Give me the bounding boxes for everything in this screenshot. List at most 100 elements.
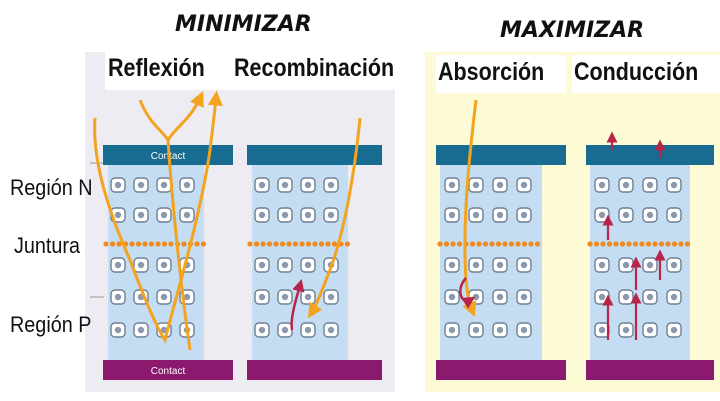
junction-dot bbox=[161, 241, 168, 247]
atom-core bbox=[622, 211, 630, 219]
junction-dot bbox=[534, 241, 541, 247]
minimize-title: MINIMIZAR bbox=[175, 12, 312, 37]
junction-dot bbox=[671, 241, 678, 247]
atom-core bbox=[137, 211, 145, 219]
atom-core bbox=[622, 326, 630, 334]
junction-label: Juntura bbox=[14, 233, 81, 258]
atom-core bbox=[496, 261, 504, 269]
atom-core bbox=[520, 181, 528, 189]
top-contact bbox=[586, 145, 714, 165]
atom-core bbox=[448, 211, 456, 219]
atom-core bbox=[622, 181, 630, 189]
atom-core bbox=[114, 211, 122, 219]
reflected-photon-arrow bbox=[93, 90, 223, 344]
atom-core bbox=[327, 293, 335, 301]
junction-dot bbox=[142, 241, 148, 247]
atom-core bbox=[258, 181, 266, 189]
atom-core bbox=[622, 261, 630, 269]
atom-core bbox=[496, 181, 504, 189]
junction-dot bbox=[508, 241, 515, 247]
junction-dot bbox=[305, 241, 312, 247]
cell-recombination bbox=[247, 117, 382, 380]
junction-dot bbox=[168, 241, 174, 247]
cell-reflection: Contact Contact bbox=[93, 90, 233, 380]
junction-dot bbox=[155, 241, 161, 247]
junction-dot bbox=[103, 241, 109, 247]
junction-dots bbox=[437, 241, 541, 247]
atom-core bbox=[448, 293, 456, 301]
atom-core bbox=[520, 326, 528, 334]
junction-dot bbox=[606, 241, 613, 247]
atom-core bbox=[670, 211, 678, 219]
cell-absorption bbox=[436, 99, 566, 380]
atom-core bbox=[304, 211, 312, 219]
atom-core bbox=[183, 181, 191, 189]
junction-dot bbox=[450, 241, 456, 247]
atom-core bbox=[281, 293, 289, 301]
atom-core bbox=[472, 181, 480, 189]
atom-core bbox=[281, 261, 289, 269]
junction-dot bbox=[613, 241, 619, 247]
atom-core bbox=[137, 181, 145, 189]
atom-core bbox=[304, 293, 312, 301]
atom-core bbox=[448, 326, 456, 334]
atom-core bbox=[327, 326, 335, 334]
atom-core bbox=[258, 261, 266, 269]
bottom-contact bbox=[103, 360, 233, 380]
junction-dot bbox=[200, 241, 207, 247]
bottom-contact bbox=[586, 360, 714, 380]
bottom-contact bbox=[247, 360, 382, 380]
junction-dot bbox=[135, 241, 142, 247]
atom-core bbox=[472, 211, 480, 219]
junction-dot bbox=[286, 241, 292, 247]
atom-core bbox=[258, 293, 266, 301]
atom-core bbox=[448, 261, 456, 269]
generated-carrier-arrow bbox=[459, 277, 476, 309]
absorcion-label-plate bbox=[436, 55, 566, 93]
atom-core bbox=[646, 261, 654, 269]
junction-dot bbox=[318, 241, 325, 247]
junction-dot bbox=[482, 241, 489, 247]
junction-dot bbox=[515, 241, 521, 247]
atom-core bbox=[114, 261, 122, 269]
junction-dot bbox=[593, 241, 600, 247]
atom-core bbox=[646, 181, 654, 189]
atom-core bbox=[670, 293, 678, 301]
junction-dot bbox=[684, 241, 691, 247]
atom-core bbox=[281, 211, 289, 219]
junction-dot bbox=[292, 241, 299, 247]
junction-dot bbox=[489, 241, 495, 247]
atom-core bbox=[472, 261, 480, 269]
conduccion-label-plate bbox=[572, 55, 720, 93]
atom-core bbox=[137, 261, 145, 269]
atom-core bbox=[304, 181, 312, 189]
atom-core bbox=[496, 211, 504, 219]
atom-core bbox=[160, 211, 168, 219]
atom-core bbox=[160, 261, 168, 269]
atom-core bbox=[448, 181, 456, 189]
atom-core bbox=[304, 261, 312, 269]
atom-core bbox=[183, 293, 191, 301]
junction-dot bbox=[665, 241, 671, 247]
junction-dot bbox=[312, 241, 318, 247]
junction-dot bbox=[129, 241, 135, 247]
atom-core bbox=[327, 211, 335, 219]
junction-dot bbox=[344, 241, 351, 247]
region-p-label: Región P bbox=[10, 312, 92, 337]
atom-core bbox=[114, 326, 122, 334]
junction-dot bbox=[273, 241, 279, 247]
junction-dot bbox=[632, 241, 639, 247]
recombinacion-label-plate bbox=[230, 52, 415, 90]
recombination-carrier-arrow bbox=[290, 278, 305, 331]
atom-core bbox=[670, 261, 678, 269]
atom-core bbox=[598, 261, 606, 269]
recombination-photon-arrow bbox=[308, 117, 362, 319]
atom-core bbox=[520, 293, 528, 301]
atom-core bbox=[598, 211, 606, 219]
reflexion-label-plate bbox=[105, 52, 230, 90]
junction-dot bbox=[528, 241, 534, 247]
atom-core bbox=[160, 181, 168, 189]
junction-dot bbox=[469, 241, 476, 247]
